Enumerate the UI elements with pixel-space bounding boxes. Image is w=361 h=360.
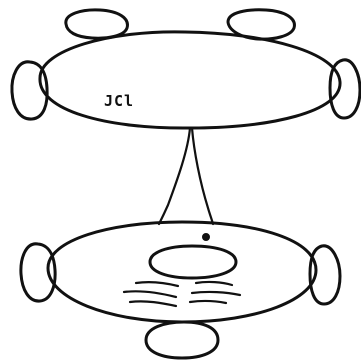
connector-left-line <box>159 128 190 224</box>
lower-stroke-6 <box>190 301 226 303</box>
upper-top-right-knob <box>228 10 294 39</box>
upper-right-knob <box>330 60 360 118</box>
lower-ellipse-group <box>21 222 340 358</box>
lower-ellipse <box>48 222 316 322</box>
lower-inner-oval <box>150 246 236 278</box>
upper-handwritten-label: JCl <box>104 92 134 110</box>
lower-stroke-5 <box>130 301 176 306</box>
lower-small-dot <box>203 234 210 241</box>
upper-ellipse <box>40 32 340 128</box>
connector-right-line <box>192 128 213 224</box>
lower-stroke-2 <box>196 282 232 285</box>
connector-stem <box>159 128 213 224</box>
lower-left-knob <box>21 244 55 301</box>
upper-top-left-knob <box>66 10 128 38</box>
lower-bottom-knob <box>146 322 218 358</box>
lower-stroke-1 <box>136 282 178 286</box>
lower-stroke-3 <box>124 291 176 297</box>
upper-ellipse-group: JCl <box>12 10 360 128</box>
lower-stroke-4 <box>192 292 240 295</box>
